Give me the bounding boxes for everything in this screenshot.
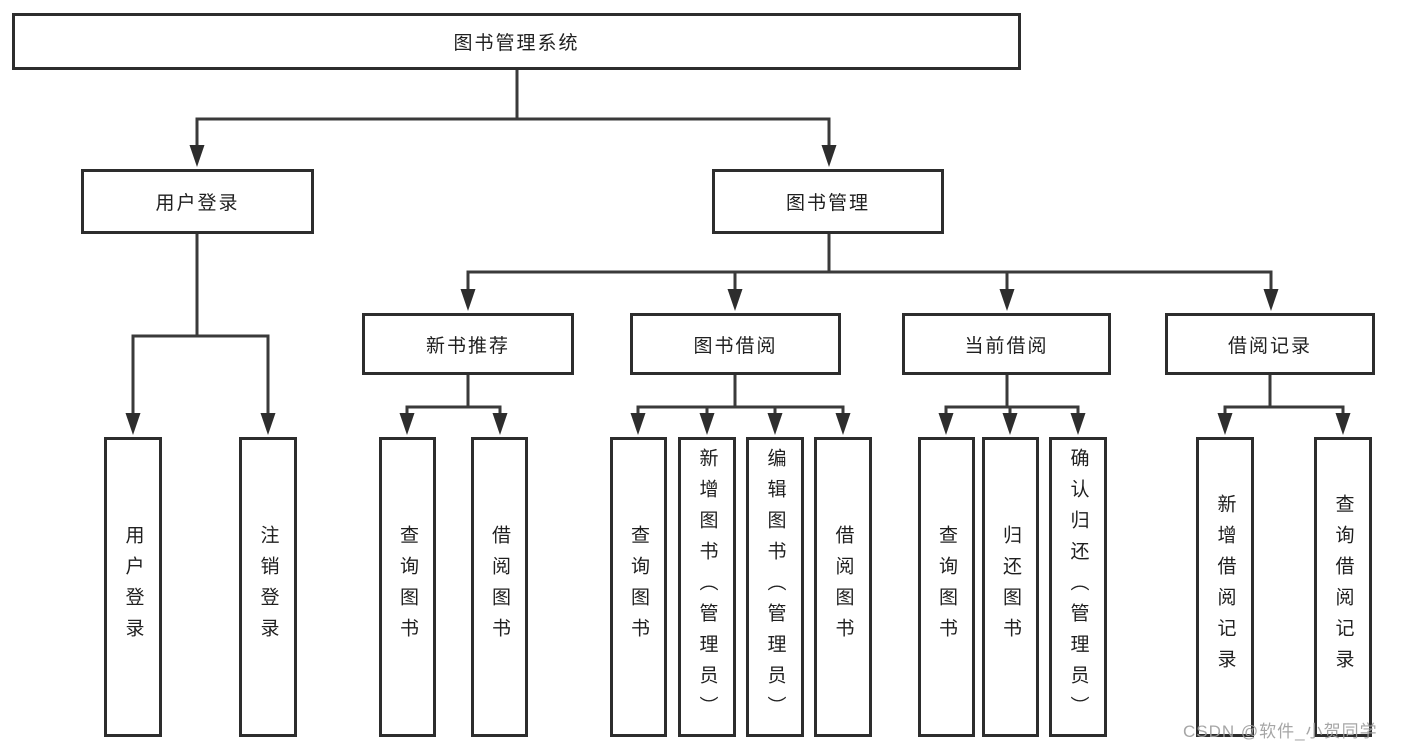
leaf-borrow-books-recommend: 借阅图书 [471,437,528,737]
node-label: 当前借阅 [964,335,1049,357]
leaf-logout: 注销登录 [239,437,297,737]
node-label: 图书管理系统 [453,33,580,54]
leaf-query-books-current: 查询图书 [918,437,975,737]
leaf-user-login: 用户登录 [104,437,162,737]
node-label: 新增图书（管理员） [696,447,718,727]
leaf-borrow-books: 借阅图书 [814,437,872,737]
node-label: 新书推荐 [425,335,510,357]
leaf-query-books-recommend: 查询图书 [379,437,436,737]
node-new-book-recommendation: 新书推荐 [362,313,574,375]
leaf-confirm-return-admin: 确认归还（管理员） [1049,437,1107,737]
node-label: 借阅图书 [832,525,854,649]
node-book-borrowing: 图书借阅 [630,313,841,375]
node-user-login: 用户登录 [81,169,314,234]
node-label: 查询图书 [397,525,418,649]
node-label: 图书管理 [785,193,870,214]
leaf-query-books-borrow: 查询图书 [610,437,667,737]
node-label: 借阅记录 [1227,335,1312,357]
node-label: 注销登录 [257,525,279,649]
leaf-edit-books-admin: 编辑图书（管理员） [746,437,804,737]
arrow-down-icons [125,145,1351,435]
tree-edges [131,68,1345,420]
node-label: 新增借阅记录 [1214,494,1236,680]
node-label: 图书借阅 [693,335,778,357]
watermark: CSDN @软件_小贺同学 [1183,722,1378,741]
node-book-management: 图书管理 [712,169,944,234]
node-library-management-system: 图书管理系统 [12,13,1021,70]
node-label: 查询借阅记录 [1332,494,1354,680]
node-label: 编辑图书（管理员） [764,447,786,727]
node-current-borrowing: 当前借阅 [902,313,1111,375]
node-label: 用户登录 [155,193,240,214]
leaf-return-books: 归还图书 [982,437,1039,737]
node-label: 归还图书 [1000,525,1021,649]
leaf-add-books-admin: 新增图书（管理员） [678,437,736,737]
node-label: 用户登录 [122,525,144,649]
node-label: 查询图书 [936,525,957,649]
node-borrowing-records: 借阅记录 [1165,313,1375,375]
leaf-add-borrow-record: 新增借阅记录 [1196,437,1254,737]
node-label: 确认归还（管理员） [1067,447,1089,727]
node-label: 查询图书 [628,525,649,649]
node-label: 借阅图书 [489,525,510,649]
leaf-query-borrow-record: 查询借阅记录 [1314,437,1372,737]
